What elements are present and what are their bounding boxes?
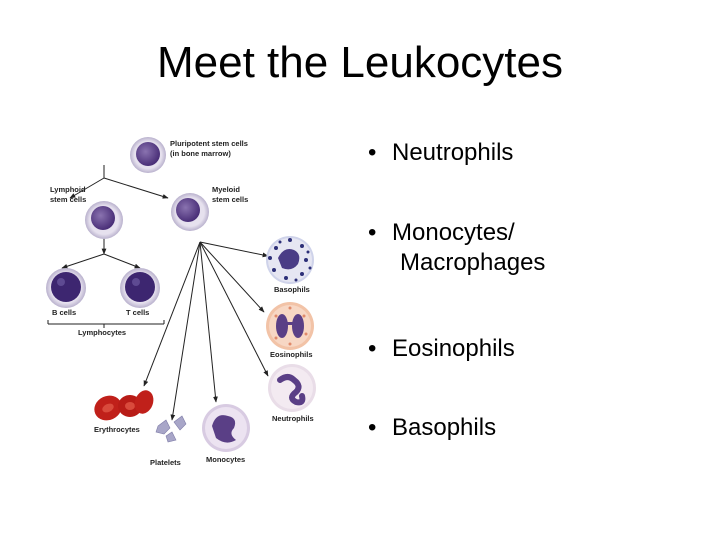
basophil	[266, 236, 314, 284]
eosinophil	[266, 302, 314, 350]
bullet-dot: •	[368, 335, 377, 362]
bullet-dot: •	[368, 414, 377, 441]
label-lymphocytes: Lymphocytes	[78, 328, 126, 337]
bullet-dot: •	[368, 139, 377, 166]
label-pluripotent-line2: (in bone marrow)	[170, 149, 231, 158]
erythrocytes	[94, 390, 154, 421]
bullet-eosinophils: • Eosinophils	[368, 334, 515, 364]
label-pluripotent-line1: Pluripotent stem cells	[170, 139, 248, 148]
b-cell	[46, 268, 86, 308]
bullet-text: Basophils	[392, 414, 497, 441]
neutrophil	[268, 364, 316, 412]
label-neutrophils: Neutrophils	[272, 414, 314, 423]
label-t-cells: T cells	[126, 308, 149, 317]
pluripotent-stem-cell	[130, 137, 166, 173]
myeloid-stem-cell	[171, 193, 209, 231]
label-monocytes: Monocytes	[206, 455, 245, 464]
bullet-monocytes: • Monocytes/ Macrophages	[368, 218, 545, 278]
slide-title: Meet the Leukocytes	[156, 38, 563, 87]
bullet-text: Monocytes/	[392, 219, 515, 246]
label-lymphoid-line1: Lymphoid	[50, 185, 86, 194]
label-lymphoid-line2: stem cells	[50, 195, 86, 204]
hematopoiesis-diagram: Pluripotent stem cells (in bone marrow) …	[46, 137, 316, 467]
bullet-text-continued: Macrophages	[400, 249, 546, 276]
myeloid-arrows	[143, 241, 269, 421]
label-b-cells: B cells	[52, 308, 76, 317]
bullet-dot: •	[368, 219, 377, 246]
bullet-neutrophils: • Neutrophils	[368, 138, 513, 168]
platelets	[155, 415, 187, 443]
t-cell	[120, 268, 160, 308]
label-platelets: Platelets	[150, 458, 181, 467]
bullet-text: Neutrophils	[392, 139, 514, 166]
label-myeloid-line2: stem cells	[212, 195, 248, 204]
label-basophils: Basophils	[274, 285, 310, 294]
label-eosinophils: Eosinophils	[270, 350, 313, 359]
lymphoid-stem-cell	[85, 201, 123, 239]
bullet-text: Eosinophils	[392, 335, 515, 362]
monocyte	[202, 404, 250, 452]
label-erythrocytes: Erythrocytes	[94, 425, 140, 434]
label-myeloid-line1: Myeloid	[212, 185, 240, 194]
bullet-basophils: • Basophils	[368, 413, 496, 443]
